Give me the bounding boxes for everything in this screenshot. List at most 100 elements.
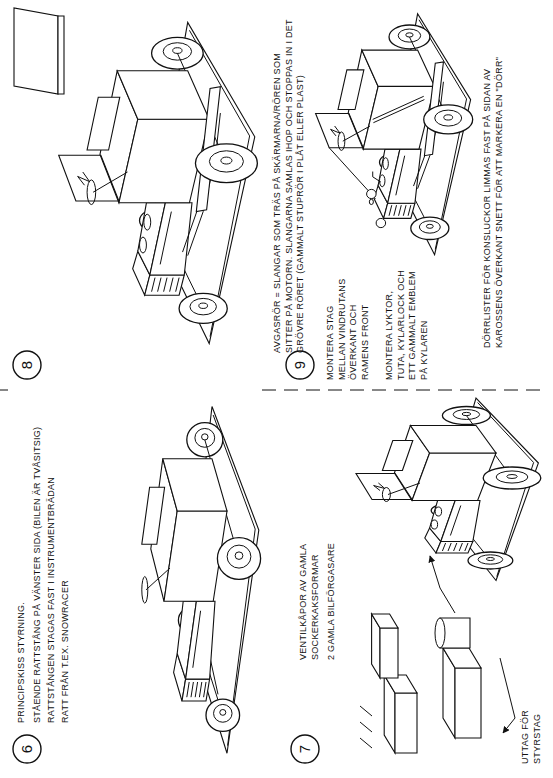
rim (214, 704, 232, 722)
lamp (367, 189, 377, 198)
tyre (179, 293, 227, 323)
sketch-part (356, 398, 541, 581)
hood-side (441, 501, 480, 542)
windscreen (356, 474, 412, 500)
door-strip (373, 96, 424, 119)
base-edge (213, 415, 255, 746)
callout-number: 7 (290, 734, 320, 764)
car-sketch (316, 14, 473, 255)
tyre (483, 467, 541, 489)
base-edge (478, 403, 534, 577)
rim (419, 221, 440, 233)
rim (496, 471, 528, 483)
hood-line (396, 156, 405, 196)
radiator-grille (465, 543, 468, 551)
glass-glint (78, 172, 90, 185)
steering-wheel (142, 577, 148, 604)
exploded-parts (360, 556, 515, 753)
radiator-grille (164, 278, 167, 292)
hub (426, 224, 433, 228)
callout-number: 8 (12, 350, 42, 380)
carburettor (383, 158, 388, 170)
hood-side (150, 203, 192, 275)
tyre (152, 37, 204, 69)
radiator-grille (170, 278, 173, 292)
rim (398, 29, 420, 42)
radiator-grille (195, 682, 197, 697)
radiator-grille (389, 205, 392, 216)
rim (190, 298, 216, 314)
windscreen (59, 155, 119, 201)
lamp (376, 218, 386, 227)
note-text: AVGASRÖR = SLANGAR SOM TRÄS PÅ SKÄRMARNA… (272, 18, 307, 353)
car-sketch (59, 22, 258, 343)
hood-side (186, 601, 215, 679)
circle-outline (13, 351, 41, 379)
body-side (117, 71, 209, 119)
callout-circle: 7 (290, 734, 320, 764)
seat-back (142, 487, 165, 544)
car-sketch (356, 398, 541, 581)
steering-column (146, 568, 170, 590)
radiator-grille (191, 682, 193, 697)
hub (173, 48, 182, 54)
radiator (145, 275, 185, 295)
rim (478, 555, 503, 564)
note-text: RATT FRÅN T.EX. SNOWRACER (60, 398, 72, 723)
radiator (384, 203, 415, 218)
radiator-grille (459, 543, 462, 551)
radiator-grille (176, 278, 179, 292)
page-divider (262, 390, 548, 391)
callout-number: 6 (12, 734, 42, 764)
tyre (195, 144, 257, 183)
bolt (360, 738, 372, 748)
tyre (468, 552, 513, 569)
bolt (360, 706, 372, 716)
note-text: MONTERA STAG MELLAN VINDRUTANS ÖVERKANT … (325, 265, 372, 380)
radiator-grille (204, 682, 206, 697)
bolt (360, 722, 372, 732)
carburettor (435, 507, 441, 516)
note-text: UTTAG FÖR STYRSTAG (520, 669, 543, 764)
tyre (411, 217, 449, 239)
door-strip (373, 100, 424, 123)
callout-circle: 9 (285, 350, 315, 380)
hub (220, 709, 226, 715)
arrow-line (500, 658, 515, 733)
seat-back (338, 70, 364, 110)
rim (209, 151, 243, 172)
radiator-grille (394, 205, 397, 216)
hub (444, 115, 453, 120)
glass-glint (331, 126, 341, 136)
circle-outline (291, 735, 319, 763)
part-front (455, 668, 481, 738)
hub (406, 33, 413, 37)
radiator-grille (158, 278, 161, 292)
rim (163, 43, 191, 60)
circle-outline (13, 735, 41, 763)
radiator-cap (369, 199, 373, 204)
radiator (182, 679, 210, 701)
car-sketch (142, 406, 261, 753)
windscreen (316, 113, 364, 147)
rim (435, 110, 462, 126)
hub (199, 303, 208, 308)
hub (202, 434, 208, 440)
tyre (424, 105, 473, 134)
part-front (395, 693, 417, 753)
note-text: MONTERA LYKTOR, TUTA, KYLARLOCK OCH ETT … (384, 265, 431, 380)
glass-glint (374, 483, 385, 491)
carburettor (140, 237, 147, 253)
body-side (163, 459, 227, 511)
radiator-grille (187, 682, 189, 697)
hood-line (450, 506, 460, 536)
rim (227, 545, 251, 568)
seat-back (382, 441, 412, 471)
note-text: PRINCIPSKISS STYRNING. (16, 403, 28, 723)
hood-side (388, 149, 421, 203)
hood-line (160, 212, 171, 265)
screen-stay (329, 148, 375, 199)
hub (235, 552, 243, 560)
steering-column (388, 483, 420, 495)
tyre (217, 538, 260, 580)
